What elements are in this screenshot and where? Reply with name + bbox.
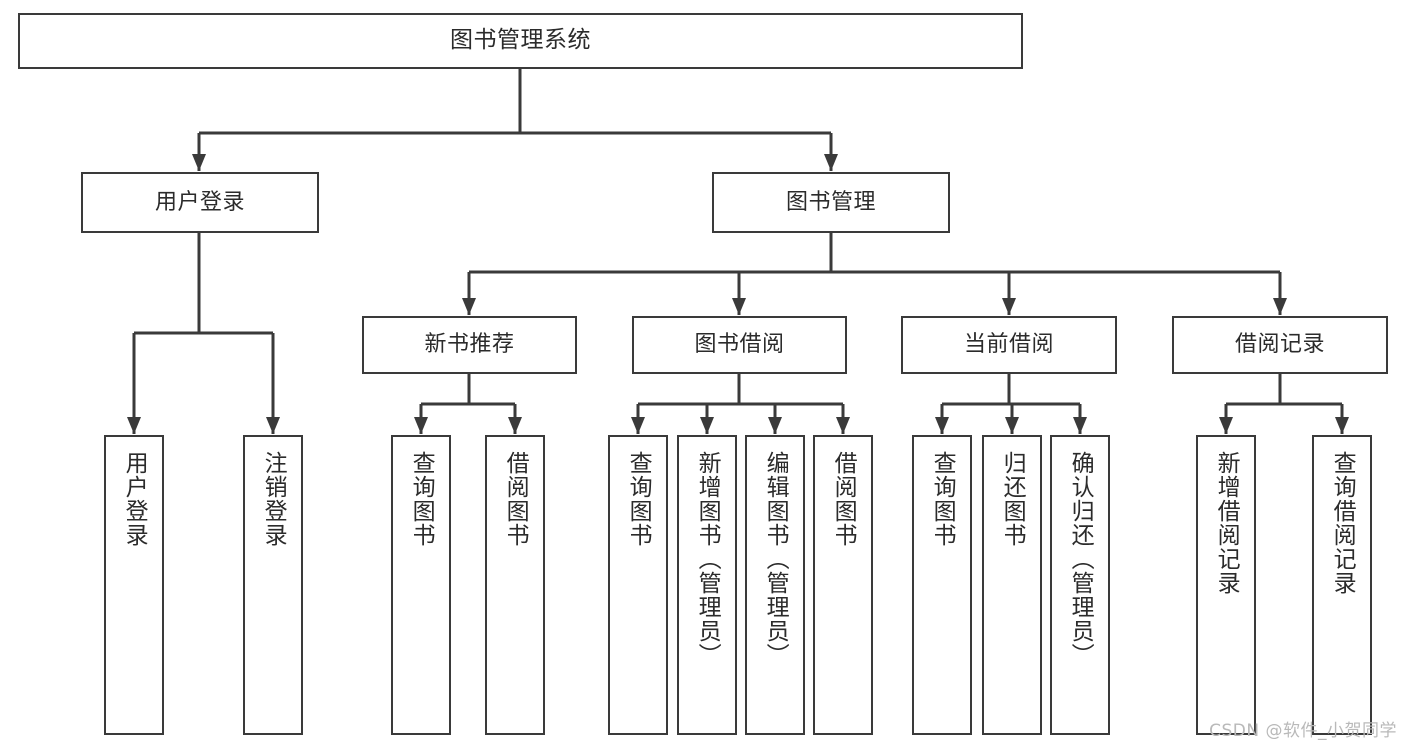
node-label: 编辑图书（管理员） <box>762 451 789 667</box>
node-label: 当前借阅 <box>963 332 1054 358</box>
csdn-watermark: CSDN @软件_小贺同学 <box>1209 721 1397 741</box>
node-label: 图书管理系统 <box>450 27 591 54</box>
node-current-borrow[interactable]: 当前借阅 <box>901 316 1117 374</box>
leaf-query-record[interactable]: 查询借阅记录 <box>1312 435 1372 735</box>
node-label: 查询借阅记录 <box>1329 451 1356 595</box>
node-label: 用户登录 <box>154 189 245 215</box>
leaf-add-book[interactable]: 新增图书（管理员） <box>677 435 737 735</box>
node-label: 用户登录 <box>121 451 148 547</box>
node-label: 图书管理 <box>785 189 876 215</box>
node-label: 查询图书 <box>625 451 652 547</box>
node-label: 查询图书 <box>929 451 956 547</box>
node-label: 新增借阅记录 <box>1213 451 1240 595</box>
leaf-user-login[interactable]: 用户登录 <box>104 435 164 735</box>
leaf-borrow-book-1[interactable]: 借阅图书 <box>485 435 545 735</box>
node-label: 归还图书 <box>999 451 1026 547</box>
leaf-query-book-3[interactable]: 查询图书 <box>912 435 972 735</box>
node-label: 新书推荐 <box>424 332 515 358</box>
node-label: 注销登录 <box>260 451 287 547</box>
node-book-manage[interactable]: 图书管理 <box>712 172 950 233</box>
node-borrow-record[interactable]: 借阅记录 <box>1172 316 1388 374</box>
leaf-confirm-return[interactable]: 确认归还（管理员） <box>1050 435 1110 735</box>
node-root[interactable]: 图书管理系统 <box>18 13 1023 69</box>
leaf-query-book-2[interactable]: 查询图书 <box>608 435 668 735</box>
leaf-logout[interactable]: 注销登录 <box>243 435 303 735</box>
leaf-edit-book[interactable]: 编辑图书（管理员） <box>745 435 805 735</box>
node-label: 借阅图书 <box>502 451 529 547</box>
leaf-return-book[interactable]: 归还图书 <box>982 435 1042 735</box>
node-user-login[interactable]: 用户登录 <box>81 172 319 233</box>
node-label: 借阅图书 <box>830 451 857 547</box>
node-label: 图书借阅 <box>694 332 785 358</box>
leaf-add-record[interactable]: 新增借阅记录 <box>1196 435 1256 735</box>
node-label: 查询图书 <box>408 451 435 547</box>
leaf-query-book-1[interactable]: 查询图书 <box>391 435 451 735</box>
node-label: 确认归还（管理员） <box>1067 451 1094 667</box>
node-new-book-rec[interactable]: 新书推荐 <box>362 316 577 374</box>
node-label: 借阅记录 <box>1234 332 1325 358</box>
node-book-borrow[interactable]: 图书借阅 <box>632 316 847 374</box>
node-label: 新增图书（管理员） <box>694 451 721 667</box>
leaf-borrow-book-2[interactable]: 借阅图书 <box>813 435 873 735</box>
